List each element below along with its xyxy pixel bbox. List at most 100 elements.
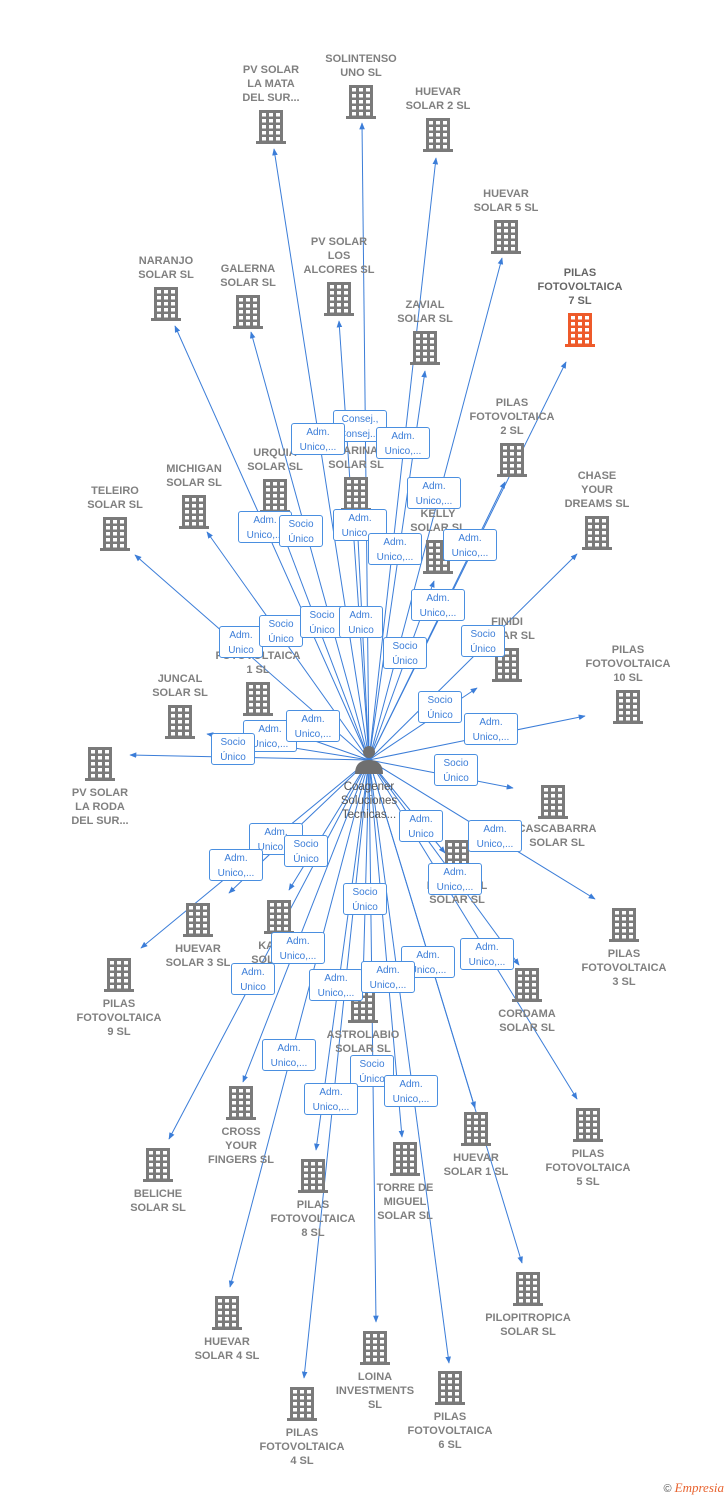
building-icon[interactable]	[609, 908, 639, 942]
node-label[interactable]: PILAS FOTOVOLTAICA 3 SL	[581, 948, 667, 988]
relation-label[interactable]: Adm. Unico,...	[376, 427, 430, 459]
building-icon[interactable]	[390, 1142, 420, 1176]
node-label[interactable]: HUEVAR SOLAR 5 SL	[473, 188, 539, 214]
node-label[interactable]: SOLINTENSO UNO SL	[325, 53, 397, 79]
building-icon[interactable]	[151, 287, 181, 321]
building-icon[interactable]	[346, 85, 376, 119]
relation-label[interactable]: Adm. Unico,...	[368, 533, 422, 565]
relation-label[interactable]: Adm. Unico,...	[468, 820, 522, 852]
building-icon[interactable]	[582, 516, 612, 550]
relation-label[interactable]: Socio Único	[418, 691, 462, 723]
building-icon[interactable]	[565, 313, 595, 347]
relation-label[interactable]: Socio Único	[211, 733, 255, 765]
node-label[interactable]: MICHIGAN SOLAR SL	[166, 463, 222, 489]
building-icon[interactable]	[165, 705, 195, 739]
person-icon[interactable]	[355, 746, 383, 774]
building-icon[interactable]	[497, 443, 527, 477]
building-icon[interactable]	[512, 968, 542, 1002]
building-icon[interactable]	[298, 1159, 328, 1193]
building-icon[interactable]	[360, 1331, 390, 1365]
center-label[interactable]: Coagener Soluciones Tecnicas...	[340, 781, 398, 821]
node-label[interactable]: ZAVIAL SOLAR SL	[397, 299, 453, 325]
node-label[interactable]: KELLY SOLAR SL	[410, 508, 466, 534]
relation-label[interactable]: Adm. Unico,...	[291, 423, 345, 455]
relation-label[interactable]: Adm. Unico,...	[384, 1075, 438, 1107]
relation-label[interactable]: Adm. Unico,...	[209, 849, 263, 881]
building-icon[interactable]	[435, 1371, 465, 1405]
building-icon[interactable]	[233, 295, 263, 329]
relation-label[interactable]: Socio Único	[383, 637, 427, 669]
relation-label[interactable]: Adm. Unico,...	[304, 1083, 358, 1115]
node-label[interactable]: JUNCAL SOLAR SL	[152, 673, 208, 699]
building-icon[interactable]	[183, 903, 213, 937]
building-icon[interactable]	[613, 690, 643, 724]
relation-label[interactable]: Adm. Unico,...	[361, 961, 415, 993]
node-label[interactable]: URQUIA SOLAR SL	[247, 447, 303, 473]
node-label[interactable]: PILOPITROPICA SOLAR SL	[485, 1312, 571, 1338]
relation-label[interactable]: Socio Único	[461, 625, 505, 657]
node-label[interactable]: PILAS FOTOVOLTAICA 7 SL	[537, 267, 623, 307]
node-label[interactable]: PILAS FOTOVOLTAICA 9 SL	[76, 998, 162, 1038]
node-label[interactable]: TELEIRO SOLAR SL	[87, 485, 143, 511]
node-label[interactable]: TORRE DE MIGUEL SOLAR SL	[376, 1182, 434, 1222]
node-label[interactable]: PV SOLAR LOS ALCORES SL	[303, 236, 375, 276]
building-icon[interactable]	[100, 517, 130, 551]
node-label[interactable]: PILAS FOTOVOLTAICA 2 SL	[469, 397, 555, 437]
node-label[interactable]: PV SOLAR LA MATA DEL SUR...	[242, 64, 300, 104]
relation-label[interactable]: Adm. Unico,...	[464, 713, 518, 745]
building-icon[interactable]	[260, 479, 290, 513]
relation-label[interactable]: Socio Único	[343, 883, 387, 915]
relation-label[interactable]: Adm. Unico,...	[460, 938, 514, 970]
building-icon[interactable]	[461, 1112, 491, 1146]
node-label[interactable]: HUEVAR SOLAR 2 SL	[405, 86, 471, 112]
building-icon[interactable]	[226, 1086, 256, 1120]
relation-label[interactable]: Adm. Unico	[231, 963, 275, 995]
relation-label[interactable]: Adm. Unico	[219, 626, 263, 658]
node-label[interactable]: PILAS FOTOVOLTAICA 10 SL	[585, 644, 671, 684]
building-icon[interactable]	[104, 958, 134, 992]
node-label[interactable]: NARANJO SOLAR SL	[138, 255, 194, 281]
building-icon[interactable]	[256, 110, 286, 144]
building-icon[interactable]	[324, 282, 354, 316]
building-icon[interactable]	[212, 1296, 242, 1330]
node-label[interactable]: ASTROLABIO SOLAR SL	[326, 1029, 400, 1055]
relation-label[interactable]: Socio Único	[434, 754, 478, 786]
building-icon[interactable]	[538, 785, 568, 819]
node-label[interactable]: HUEVAR SOLAR 4 SL	[194, 1336, 260, 1362]
node-label[interactable]: GALERNA SOLAR SL	[220, 263, 276, 289]
node-label[interactable]: CASCABARRA SOLAR SL	[517, 823, 597, 849]
relation-label[interactable]: Adm. Unico,...	[309, 969, 363, 1001]
relation-label[interactable]: Socio Único	[259, 615, 303, 647]
node-label[interactable]: PILAS FOTOVOLTAICA 5 SL	[545, 1148, 631, 1188]
node-label[interactable]: PILAS FOTOVOLTAICA 6 SL	[407, 1411, 493, 1451]
node-label[interactable]: LOINA INVESTMENTS SL	[335, 1371, 415, 1411]
node-label[interactable]: CROSS YOUR FINGERS SL	[207, 1126, 274, 1166]
relation-label[interactable]: Adm. Unico,...	[262, 1039, 316, 1071]
node-label[interactable]: CORDAMA SOLAR SL	[498, 1008, 556, 1034]
building-icon[interactable]	[287, 1387, 317, 1421]
node-label[interactable]: PILAS FOTOVOLTAICA 4 SL	[259, 1427, 345, 1467]
building-icon[interactable]	[341, 477, 371, 511]
relation-label[interactable]: Adm. Unico,...	[271, 932, 325, 964]
building-icon[interactable]	[264, 900, 294, 934]
building-icon[interactable]	[410, 331, 440, 365]
building-icon[interactable]	[491, 220, 521, 254]
building-icon[interactable]	[513, 1272, 543, 1306]
building-icon[interactable]	[85, 747, 115, 781]
relation-label[interactable]: Socio Único	[279, 515, 323, 547]
node-label[interactable]: BELICHE SOLAR SL	[130, 1188, 186, 1214]
relation-label[interactable]: Socio Único	[284, 835, 328, 867]
building-icon[interactable]	[243, 682, 273, 716]
building-icon[interactable]	[423, 118, 453, 152]
node-label[interactable]: HUEVAR SOLAR 3 SL	[165, 943, 231, 969]
building-icon[interactable]	[143, 1148, 173, 1182]
node-label[interactable]: HUEVAR SOLAR 1 SL	[443, 1152, 509, 1178]
relation-label[interactable]: Adm. Unico,...	[443, 529, 497, 561]
relation-label[interactable]: Adm. Unico,...	[428, 863, 482, 895]
node-label[interactable]: MARINA SOLAR SL	[328, 445, 384, 471]
relation-label[interactable]: Adm. Unico,...	[407, 477, 461, 509]
node-label[interactable]: PILAS FOTOVOLTAICA 8 SL	[270, 1199, 356, 1239]
building-icon[interactable]	[573, 1108, 603, 1142]
relation-label[interactable]: Adm. Unico,...	[411, 589, 465, 621]
building-icon[interactable]	[179, 495, 209, 529]
